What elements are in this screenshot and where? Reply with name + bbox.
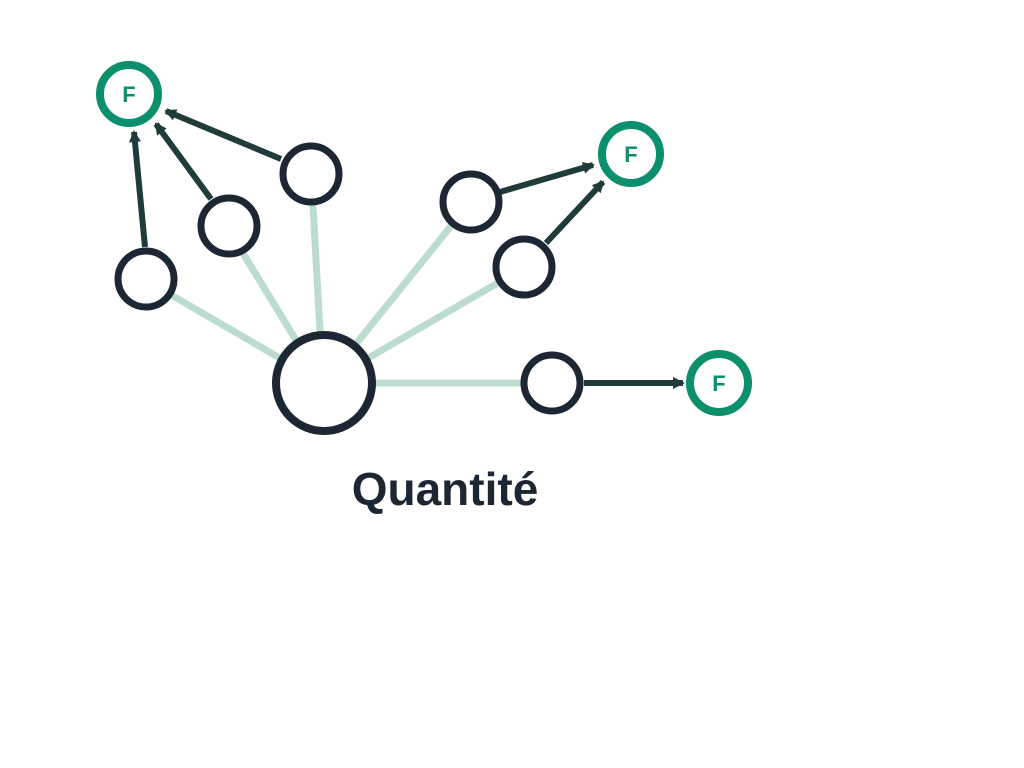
arrow-line (128, 130, 148, 248)
spoke-line (366, 280, 500, 361)
final-node-right: F (686, 350, 752, 416)
intermediate-node (520, 351, 584, 415)
intermediate-node (279, 142, 343, 206)
arrow-line (164, 108, 283, 162)
intermediate-node (492, 235, 556, 299)
diagram-caption: Quantité (351, 463, 539, 515)
spoke-line (309, 202, 324, 335)
intermediate-node-group (114, 142, 584, 415)
final-node-label: F (122, 82, 135, 107)
intermediate-node (439, 170, 503, 234)
spoke-line (169, 292, 282, 361)
arrow-line (543, 179, 606, 246)
final-node-top-left: F (96, 61, 162, 127)
arrow-line (499, 162, 595, 195)
target-circle-icon (598, 121, 664, 187)
intermediate-node (114, 247, 178, 311)
final-node-label: F (712, 371, 725, 396)
target-circle-icon (686, 350, 752, 416)
spoke-line (240, 251, 300, 344)
arrow-line (153, 122, 214, 201)
intermediate-node (197, 194, 261, 258)
arrow-group (128, 108, 685, 389)
hub-node (272, 331, 376, 435)
final-node-top-right: F (598, 121, 664, 187)
spoke-line (352, 222, 455, 348)
spoke-group (169, 202, 525, 387)
target-circle-icon (96, 61, 162, 127)
final-node-label: F (624, 142, 637, 167)
